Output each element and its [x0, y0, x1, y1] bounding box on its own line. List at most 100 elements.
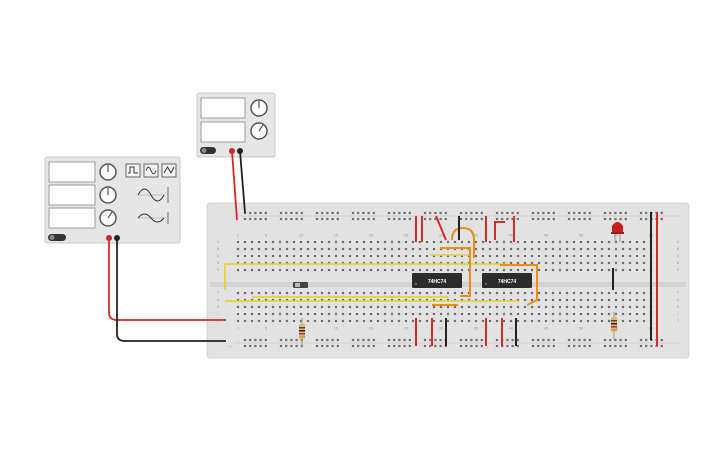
breadboard-rail-hole[interactable]: [603, 344, 607, 348]
breadboard-rail-hole[interactable]: [567, 338, 571, 342]
breadboard-hole[interactable]: [236, 319, 240, 323]
breadboard-hole[interactable]: [404, 305, 408, 309]
breadboard-hole[interactable]: [453, 312, 457, 316]
breadboard-hole[interactable]: [397, 261, 401, 265]
breadboard-hole[interactable]: [271, 319, 275, 323]
breadboard-hole[interactable]: [327, 305, 331, 309]
breadboard-rail-hole[interactable]: [465, 217, 468, 221]
breadboard-hole[interactable]: [614, 247, 618, 251]
breadboard-hole[interactable]: [460, 305, 464, 309]
breadboard-hole[interactable]: [390, 298, 394, 302]
breadboard-hole[interactable]: [243, 298, 247, 302]
breadboard-rail-hole[interactable]: [567, 217, 571, 221]
breadboard-hole[interactable]: [481, 312, 485, 316]
breadboard-hole[interactable]: [453, 305, 457, 309]
breadboard-hole[interactable]: [327, 298, 331, 302]
breadboard-hole[interactable]: [243, 247, 247, 251]
breadboard-hole[interactable]: [250, 291, 254, 295]
breadboard-hole[interactable]: [299, 240, 303, 244]
breadboard-hole[interactable]: [621, 291, 625, 295]
breadboard-hole[interactable]: [334, 261, 338, 265]
breadboard-hole[interactable]: [516, 268, 520, 272]
breadboard-hole[interactable]: [285, 298, 289, 302]
breadboard-hole[interactable]: [432, 254, 436, 258]
breadboard-rail-hole[interactable]: [547, 211, 550, 215]
breadboard-hole[interactable]: [355, 312, 359, 316]
breadboard-hole[interactable]: [355, 254, 359, 258]
breadboard-rail-hole[interactable]: [439, 344, 442, 348]
breadboard-hole[interactable]: [614, 312, 618, 316]
breadboard-hole[interactable]: [579, 305, 583, 309]
breadboard-rail-hole[interactable]: [573, 338, 576, 342]
breadboard-rail-hole[interactable]: [331, 338, 334, 342]
breadboard-hole[interactable]: [341, 261, 345, 265]
breadboard-hole[interactable]: [579, 319, 583, 323]
breadboard-hole[interactable]: [446, 268, 450, 272]
breadboard-rail-hole[interactable]: [326, 344, 329, 348]
breadboard-hole[interactable]: [369, 254, 373, 258]
breadboard-rail-hole[interactable]: [639, 217, 643, 221]
breadboard-rail-hole[interactable]: [279, 211, 283, 215]
breadboard-hole[interactable]: [614, 305, 618, 309]
breadboard-rail-hole[interactable]: [583, 338, 586, 342]
breadboard-hole[interactable]: [264, 312, 268, 316]
breadboard-hole[interactable]: [257, 319, 261, 323]
breadboard-hole[interactable]: [369, 240, 373, 244]
instrument-wires[interactable]: [108, 150, 246, 342]
breadboard-hole[interactable]: [551, 312, 555, 316]
breadboard-rail-hole[interactable]: [434, 344, 437, 348]
breadboard-hole[interactable]: [551, 254, 555, 258]
breadboard-rail-hole[interactable]: [326, 338, 329, 342]
breadboard-rail-hole[interactable]: [465, 338, 468, 342]
breadboard-hole[interactable]: [593, 319, 597, 323]
breadboard-rail-hole[interactable]: [295, 217, 298, 221]
breadboard-rail-hole[interactable]: [542, 344, 545, 348]
breadboard-hole[interactable]: [635, 268, 639, 272]
breadboard-hole[interactable]: [257, 254, 261, 258]
breadboard-rail-hole[interactable]: [351, 338, 355, 342]
breadboard-hole[interactable]: [292, 291, 296, 295]
breadboard-rail-hole[interactable]: [480, 217, 483, 221]
breadboard-rail-hole[interactable]: [465, 344, 468, 348]
breadboard-hole[interactable]: [439, 268, 443, 272]
breadboard-rail-hole[interactable]: [243, 217, 247, 221]
breadboard-rail-hole[interactable]: [429, 211, 432, 215]
breadboard-hole[interactable]: [586, 312, 590, 316]
breadboard-rail-hole[interactable]: [264, 211, 267, 215]
breadboard-hole[interactable]: [285, 254, 289, 258]
breadboard-hole[interactable]: [334, 305, 338, 309]
breadboard-hole[interactable]: [299, 298, 303, 302]
breadboard-hole[interactable]: [411, 261, 415, 265]
breadboard-rail-hole[interactable]: [259, 344, 262, 348]
breadboard-hole[interactable]: [453, 254, 457, 258]
breadboard-hole[interactable]: [404, 291, 408, 295]
breadboard-rail-hole[interactable]: [398, 344, 401, 348]
breadboard-rail-hole[interactable]: [429, 217, 432, 221]
breadboard-hole[interactable]: [250, 298, 254, 302]
breadboard-hole[interactable]: [628, 291, 632, 295]
breadboard-hole[interactable]: [348, 268, 352, 272]
breadboard-hole[interactable]: [425, 305, 429, 309]
breadboard-hole[interactable]: [523, 298, 527, 302]
breadboard-hole[interactable]: [383, 312, 387, 316]
breadboard-hole[interactable]: [551, 298, 555, 302]
breadboard-hole[interactable]: [530, 261, 534, 265]
breadboard-rail-hole[interactable]: [423, 338, 427, 342]
breadboard-hole[interactable]: [418, 247, 422, 251]
breadboard-hole[interactable]: [390, 254, 394, 258]
breadboard-hole[interactable]: [495, 291, 499, 295]
breadboard-rail-hole[interactable]: [531, 217, 535, 221]
breadboard-hole[interactable]: [362, 305, 366, 309]
breadboard-hole[interactable]: [488, 261, 492, 265]
breadboard-rail-hole[interactable]: [423, 217, 427, 221]
breadboard-hole[interactable]: [411, 247, 415, 251]
breadboard-hole[interactable]: [460, 298, 464, 302]
breadboard-hole[interactable]: [593, 305, 597, 309]
breadboard-hole[interactable]: [516, 291, 520, 295]
breadboard-hole[interactable]: [299, 247, 303, 251]
breadboard-rail-hole[interactable]: [480, 211, 483, 215]
breadboard-hole[interactable]: [642, 305, 646, 309]
breadboard-hole[interactable]: [418, 298, 422, 302]
breadboard-hole[interactable]: [635, 298, 639, 302]
breadboard-hole[interactable]: [369, 261, 373, 265]
